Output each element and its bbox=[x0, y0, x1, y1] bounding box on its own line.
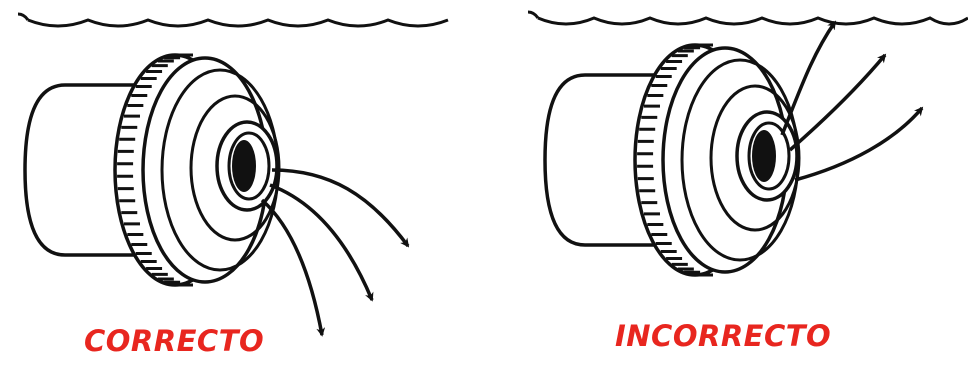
wave-end bbox=[527, 10, 540, 19]
nozzle-opening bbox=[232, 140, 256, 192]
wave-end bbox=[17, 12, 30, 21]
wave-line bbox=[537, 16, 968, 26]
label-incorrect: INCORRECTO bbox=[615, 319, 832, 353]
jet-arrow bbox=[269, 183, 374, 302]
jet-arrow bbox=[260, 198, 326, 337]
jet-arrow bbox=[780, 20, 837, 136]
wave-line bbox=[27, 18, 449, 28]
water-surface-right bbox=[527, 10, 968, 26]
water-jets-downward bbox=[260, 168, 410, 337]
inner-ring bbox=[709, 84, 801, 232]
return-fitting-correct bbox=[23, 53, 281, 287]
jet-arrow bbox=[271, 168, 410, 248]
inner-ring bbox=[189, 94, 281, 242]
label-correct: CORRECTO bbox=[84, 324, 265, 358]
return-fitting-incorrect bbox=[543, 43, 801, 277]
fitting-body bbox=[23, 83, 145, 257]
nozzle-opening bbox=[752, 130, 776, 182]
jet-arrow bbox=[794, 106, 924, 182]
jet-arrow bbox=[788, 53, 887, 152]
fitting-body bbox=[543, 73, 665, 247]
water-surface-left bbox=[17, 12, 449, 28]
water-jets-upward bbox=[780, 20, 924, 182]
